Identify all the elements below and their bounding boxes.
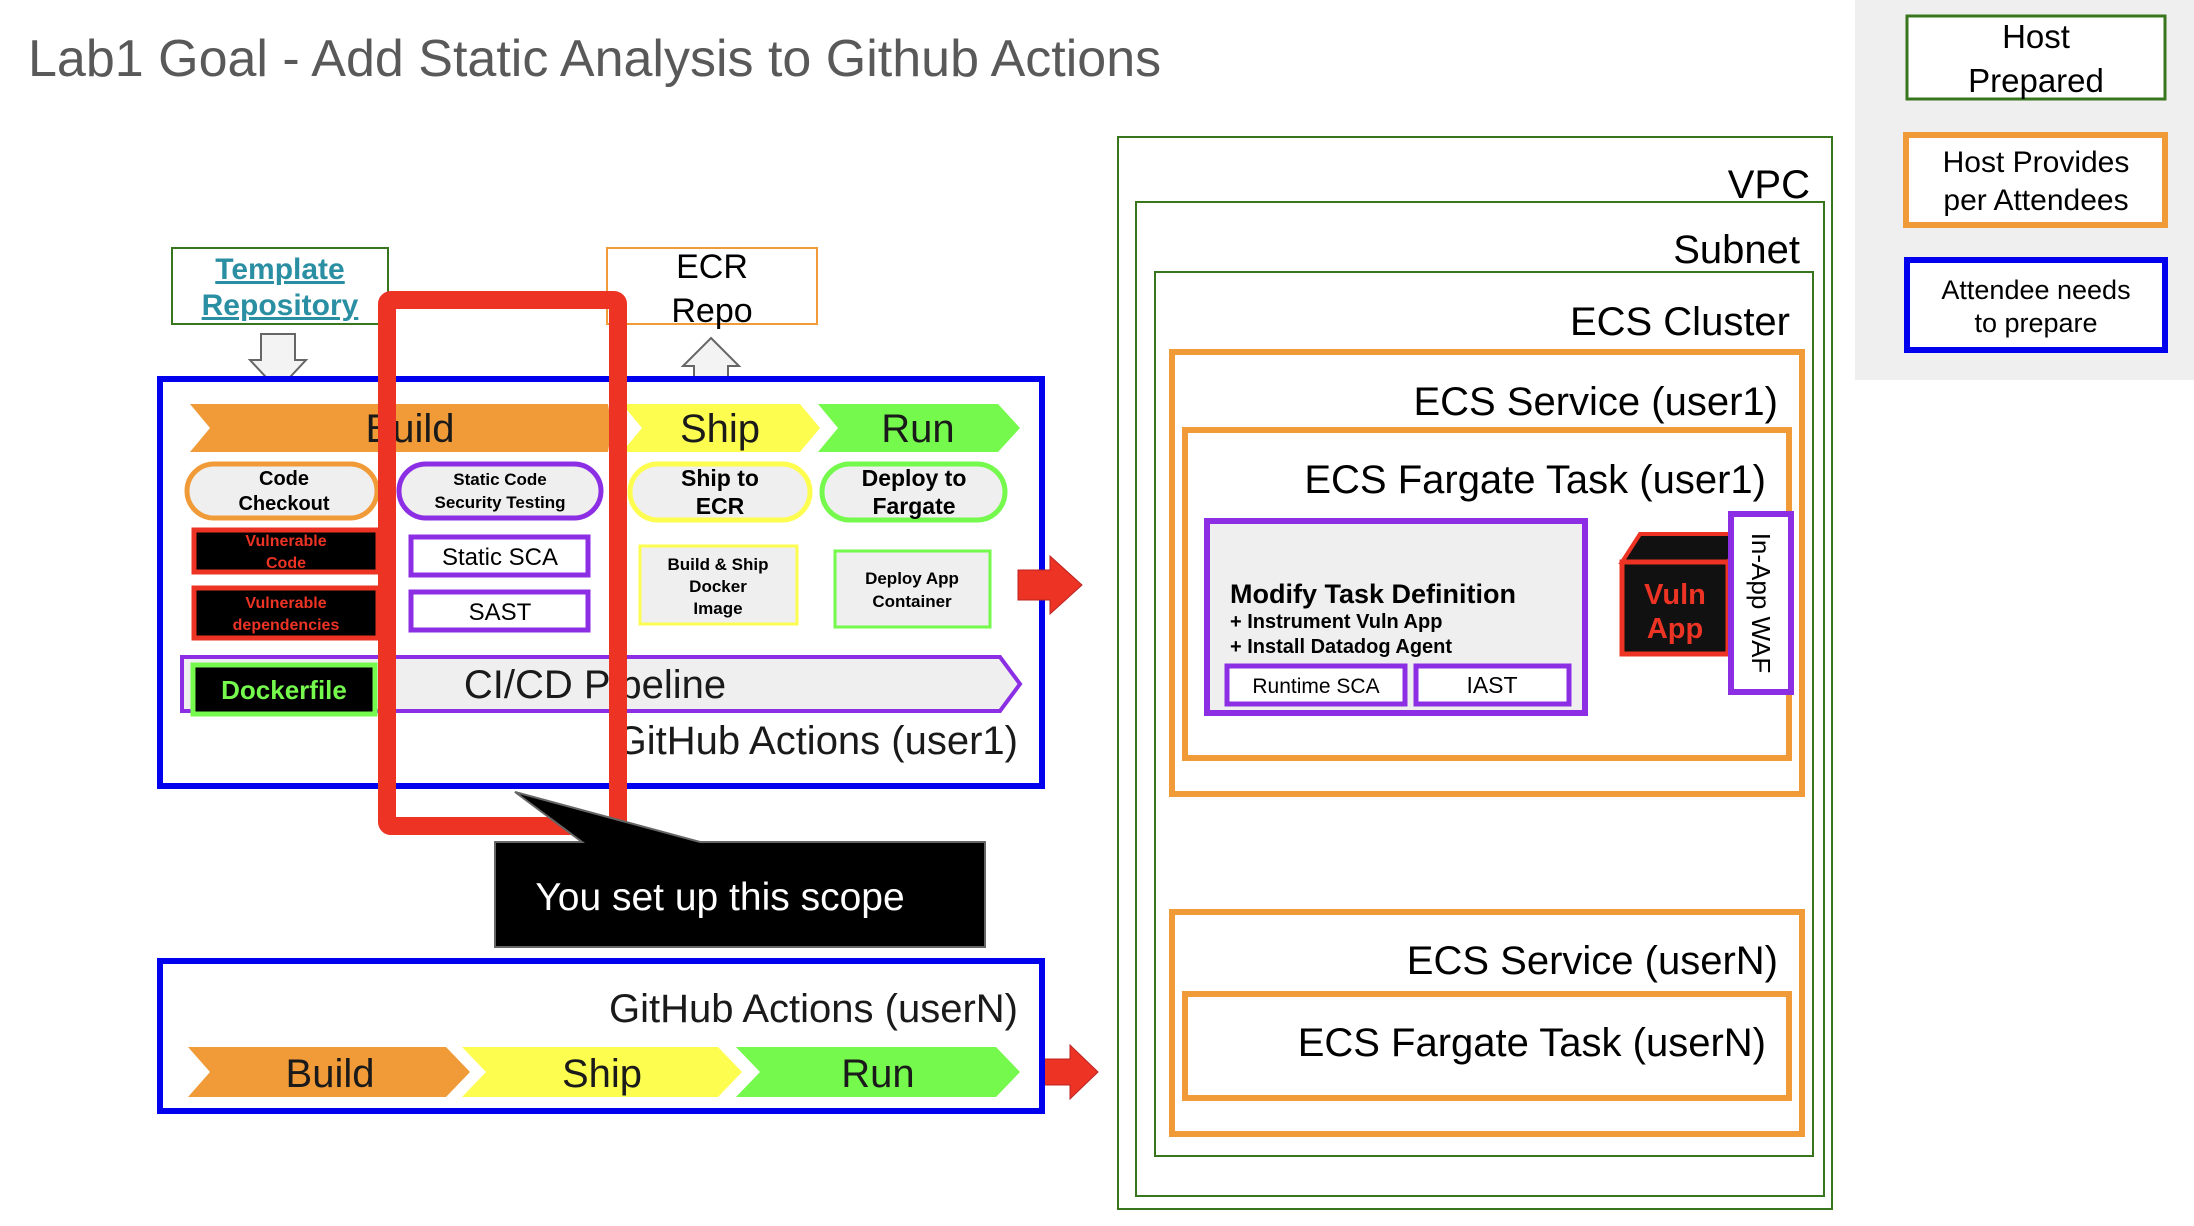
vulnerable-code-line1: Vulnerable	[245, 533, 326, 550]
stageN-ship-chevron	[462, 1047, 742, 1097]
dockerfile-step	[190, 662, 378, 717]
deploy-app-line2: Container	[872, 592, 952, 611]
legend-host-provides-line1: Host Provides	[1943, 146, 2130, 179]
vulnerable-code-line2: Code	[266, 555, 306, 572]
static-sca-step: Static SCA	[408, 534, 591, 578]
build-ship-line3: Image	[693, 599, 742, 618]
legend-attendee-line2: to prepare	[1974, 308, 2097, 338]
template-repository-link-line1[interactable]: Template	[215, 253, 344, 286]
arrow-right-icon	[1017, 554, 1083, 616]
arrow-down-icon	[247, 333, 309, 392]
ecs-service-user1-label: ECS Service (user1)	[1413, 380, 1778, 424]
stageN-build-label: Build	[286, 1052, 375, 1096]
highlight-scope-frame	[378, 291, 627, 835]
subnet-label: Subnet	[1673, 228, 1800, 272]
legend-host-provides-line2: per Attendees	[1943, 184, 2128, 217]
vulnerable-code-step: Vulnerable Code	[191, 527, 381, 575]
iast-label: IAST	[1466, 672, 1517, 698]
code-checkout-line1: Code	[259, 468, 309, 490]
stage-ship-label: Ship	[680, 407, 760, 451]
callout-text: You set up this scope	[535, 876, 904, 919]
ecs-service-userN-label: ECS Service (userN)	[1407, 939, 1778, 983]
ecr-repo-line1: ECR	[676, 248, 748, 286]
iast-box	[1413, 663, 1572, 707]
legend-attendee-line1: Attendee needs	[1941, 275, 2130, 305]
stage-run-chevron	[818, 404, 1020, 452]
deploy-to-fargate-step: Deploy to Fargate	[819, 461, 1008, 523]
stageN-run-chevron	[736, 1047, 1020, 1097]
stage-ship-chevron	[622, 404, 820, 452]
in-app-waf-label: In-App WAF	[1746, 533, 1776, 674]
ship-to-ecr-line1: Ship to	[681, 465, 759, 491]
sast-step: SAST	[408, 589, 591, 633]
modify-task-title: Modify Task Definition	[1230, 579, 1516, 609]
vulnerable-dependencies-line2: dependencies	[233, 617, 340, 634]
sast-testing-line1: Static Code	[453, 470, 547, 489]
github-actions-userN-label: GitHub Actions (userN)	[609, 987, 1018, 1031]
legend-host-provides: Host Provides per Attendees	[1903, 132, 2168, 228]
legend-attendee-prepares: Attendee needs to prepare	[1904, 257, 2168, 353]
vuln-app-line1: Vuln	[1644, 579, 1706, 611]
code-checkout-line2: Checkout	[238, 493, 329, 515]
in-app-waf-box: In-App WAF	[1728, 511, 1794, 695]
stageN-ship-label: Ship	[562, 1052, 642, 1096]
stageN-run-label: Run	[841, 1052, 914, 1096]
build-ship-docker-image-step: Build & Ship Docker Image	[638, 544, 799, 626]
runtime-sca-label: Runtime SCA	[1252, 675, 1379, 698]
deploy-app-line1: Deploy App	[865, 569, 959, 588]
slide-title: Lab1 Goal - Add Static Analysis to Githu…	[28, 30, 1161, 88]
ship-to-ecr-line2: ECR	[696, 493, 745, 519]
arrow-right-icon	[1037, 1043, 1099, 1101]
ecs-cluster-label: ECS Cluster	[1570, 300, 1790, 344]
template-repository-link-line2[interactable]: Repository	[202, 289, 359, 322]
legend-host-prepared: Host Prepared	[1905, 14, 2167, 101]
ecs-task-userN-label: ECS Fargate Task (userN)	[1298, 1021, 1766, 1065]
stage-run-label: Run	[881, 407, 954, 451]
template-repository-box: Template Repository	[171, 247, 389, 325]
ecs-task-userN-box	[1182, 991, 1792, 1101]
deploy-to-fargate-line1: Deploy to	[862, 465, 967, 491]
cicd-pipeline-label: CI/CD Pipeline	[464, 663, 726, 707]
github-actions-user1-label: GitHub Actions (user1)	[616, 719, 1018, 763]
runtime-sca-box	[1224, 663, 1408, 707]
deploy-to-fargate-line2: Fargate	[872, 493, 955, 519]
vpc-label: VPC	[1728, 163, 1810, 207]
vulnerable-dependencies-step: Vulnerable dependencies	[191, 585, 381, 641]
stage-build-chevron	[190, 404, 612, 452]
modify-task-definition-box: Modify Task Definition + Instrument Vuln…	[1204, 518, 1588, 716]
vuln-app-container-icon: Vuln App	[1618, 532, 1750, 657]
ecr-repo-line2: Repo	[671, 292, 752, 330]
build-ship-line2: Docker	[689, 577, 747, 596]
ecr-repo-box: ECR Repo	[606, 247, 818, 330]
stageN-build-chevron	[188, 1047, 470, 1097]
sast-testing-line2: Security Testing	[435, 493, 566, 512]
build-ship-line1: Build & Ship	[667, 555, 768, 574]
static-code-security-testing-step: Static Code Security Testing	[396, 461, 604, 521]
ship-to-ecr-step: Ship to ECR	[627, 461, 813, 523]
legend-host-prepared-line2: Prepared	[1968, 62, 2104, 99]
modify-task-bullet-2: + Install Datadog Agent	[1230, 636, 1452, 658]
legend-host-prepared-line1: Host	[2002, 18, 2070, 55]
callout-box	[494, 791, 986, 948]
ecs-task-user1-label: ECS Fargate Task (user1)	[1304, 458, 1766, 502]
modify-task-bullet-1: + Instrument Vuln App	[1230, 611, 1442, 633]
vuln-app-line2: App	[1647, 613, 1703, 645]
sast-label: SAST	[469, 599, 532, 626]
deploy-app-container-step: Deploy App Container	[833, 549, 992, 629]
code-checkout-step: Code Checkout	[184, 461, 380, 521]
dockerfile-label: Dockerfile	[221, 675, 347, 705]
static-sca-label: Static SCA	[442, 544, 558, 571]
vulnerable-dependencies-line1: Vulnerable	[245, 595, 326, 612]
